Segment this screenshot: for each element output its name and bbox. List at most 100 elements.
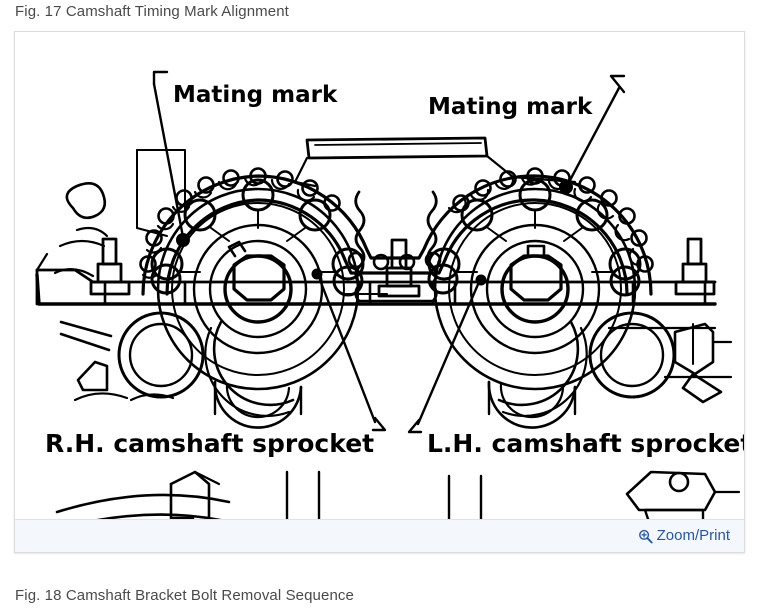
diagram-background [15,32,744,519]
chain-roller [197,176,215,194]
rh-lower-arc-1 [212,320,295,407]
bottom-bolt-a-head [169,482,195,519]
lh-bearing-bore-inner [599,322,665,388]
chain-roller [139,255,157,273]
chain-inner-edge [165,198,629,296]
chain-roller [474,179,492,197]
left-cover-edge-2 [58,239,106,248]
leader-bracket-lh [407,418,423,434]
figure-18-caption: Fig. 18 Camshaft Bracket Bolt Removal Se… [15,587,354,604]
label-mating-mark-right: Mating mark [428,94,593,120]
lh-lower-boss-inner [499,382,565,419]
head-deck-upper [35,268,717,284]
leader-mating-mark-left [152,82,185,239]
lh-hole-3 [575,198,609,232]
leader-bracket-rh [371,416,387,432]
chain-link [596,203,615,220]
center-stud-flange [377,284,421,298]
rh-sprocket-hub-ring-2 [208,239,308,339]
bottom-bolt-a-edge [193,470,221,486]
lh-spoke-1 [487,227,507,242]
left-bolt-head [76,360,109,392]
diagram-linework [35,70,741,519]
lh-hole-7 [609,265,641,297]
camshaft-timing-diagram: Mating mark Mating mark R.H. camshaft sp… [15,32,744,519]
tensioner-left-wave [354,190,366,303]
left-flange-edge [129,393,175,402]
rh-bearing-bore-inner [128,322,194,388]
chain-link [193,190,213,199]
chain-roller [157,207,175,225]
chain-link [628,247,641,267]
leader-bracket-right [609,74,626,94]
diagram-svg: Mating mark Mating mark R.H. camshaft sp… [15,32,744,519]
chain-link [156,222,175,231]
left-ext-arm-bot [59,332,111,352]
left-cover-edge-3 [53,268,95,278]
chain-roller [630,229,648,247]
label-mating-mark-left: Mating mark [173,82,338,108]
magnifier-plus-icon [638,529,653,544]
chain-link [614,223,631,242]
bottom-right-bolt-hole [668,471,690,493]
chain-link [270,178,291,190]
rh-hole-1 [183,198,217,232]
chain-roller [145,229,163,247]
rh-hole-3 [298,198,332,232]
bottom-right-pad [643,508,705,519]
chain-link [520,176,541,186]
chain-outer-edge [141,174,653,296]
bottom-bolt-a [169,470,211,519]
chain-roller [301,179,319,197]
lh-spoke-3 [563,227,583,242]
lh-lower-arc-1 [497,320,580,407]
left-head-chamfer [35,252,49,272]
left-bracket-box [136,149,186,211]
figure-footer-bar: Zoom/Print [15,519,744,552]
chain-link [447,198,467,214]
chain-link [217,180,238,191]
chain-roller [372,253,390,271]
rh-alignment-dot [311,268,323,280]
rh-sprocket-inner-ring [171,202,345,376]
chain-guide-bar-highlight [314,142,482,146]
chain-guide-left-bracket [293,156,317,188]
chain-link [145,246,163,254]
right-bracket-plate [673,322,715,376]
rh-bearing-bore-outer [117,311,205,399]
left-stud-flange [89,280,131,296]
rh-spoke-1 [210,227,230,242]
leader-bracket-left [152,70,169,86]
chain-roller [578,176,596,194]
label-lh-camshaft-sprocket: L.H. camshaft sprocket [427,429,744,458]
chain-link [141,273,158,279]
chain-link [494,178,515,190]
figure-17-caption: Fig. 17 Camshaft Timing Mark Alignment [15,3,289,20]
lh-sprocket-hub-ring-2 [485,239,585,339]
left-ext-arm-top [59,320,113,338]
leader-mating-mark-right [566,86,621,186]
chain-roller [499,170,517,188]
chain-link [171,205,191,213]
left-bolt-washer [73,392,129,402]
label-rh-camshaft-sprocket: R.H. camshaft sprocket [45,429,374,458]
zoom-print-link[interactable]: Zoom/Print [638,527,730,545]
lh-lower-boss-outer [487,380,577,429]
left-bracket-box-base [136,227,168,237]
chain-roller [618,207,636,225]
chain-guide-right-bracket [485,154,577,184]
bottom-pan-edge-2 [96,513,222,519]
figure-17-panel: Mating mark Mating mark R.H. camshaft sp… [14,31,745,553]
left-cover-edge-1 [75,226,109,238]
chain-link [547,177,568,191]
chain-roller [600,189,618,207]
rh-camshaft-key [227,240,247,258]
lh-camshaft-hex [509,254,563,302]
tensioner-right-wave [426,190,438,303]
lh-camshaft-key [526,244,546,258]
chain-link [243,176,264,187]
left-cover-lobe [65,182,107,220]
rh-lower-boss-inner [225,382,291,419]
rh-lower-boss-outer [213,380,303,429]
